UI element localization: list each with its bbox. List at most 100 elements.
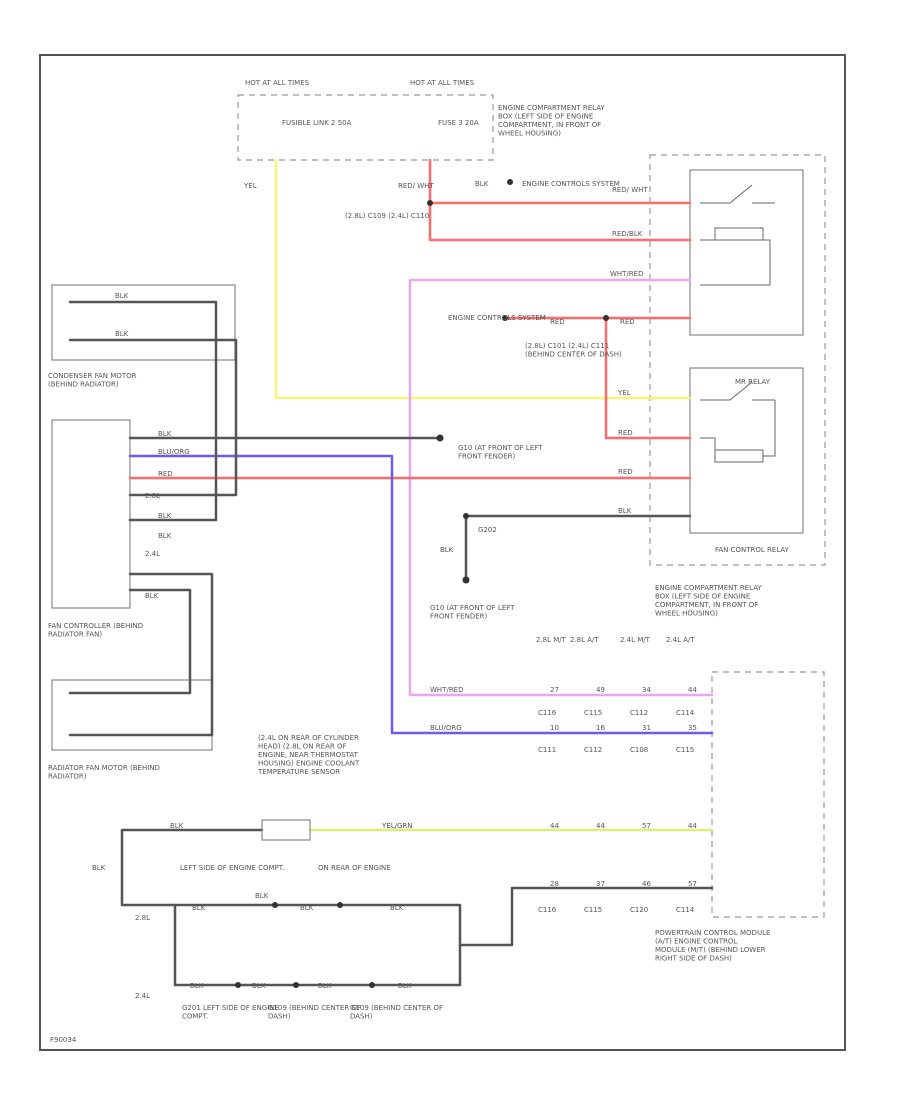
- wire-condenser-loop2: [68, 338, 238, 497]
- label-blk-g: BLK: [440, 546, 454, 554]
- pin-r2-4: 35: [688, 724, 697, 732]
- label-g202: G202: [478, 526, 497, 534]
- label-blk-f: BLK: [145, 592, 159, 600]
- label-col-2: 2.8L A/T: [570, 636, 599, 644]
- conn-r4-2: C115: [584, 906, 602, 914]
- junction-dot: [337, 902, 343, 908]
- main-relay-switch: [700, 184, 775, 286]
- wire-red-drop: [604, 316, 692, 440]
- label-col-4: 2.4L A/T: [666, 636, 695, 644]
- label-blk-left: BLK: [92, 864, 106, 872]
- pin-r4-4: 57: [688, 880, 697, 888]
- label-v28: 2.8L: [145, 492, 160, 500]
- label-hot-left: HOT AT ALL TIMES: [245, 79, 310, 87]
- label-red-wht: RED/ WHT: [398, 182, 434, 190]
- pin-r2-2: 16: [596, 724, 605, 732]
- pin-r1-4: 44: [688, 686, 697, 694]
- label-red-top: RED/ WHT: [612, 186, 648, 194]
- pin-r1-2: 49: [596, 686, 605, 694]
- pin-r3-1: 44: [550, 822, 559, 830]
- label-blk-top: BLK: [475, 180, 489, 188]
- wire-pcm-ground: [458, 886, 714, 947]
- label-condenser-fan: CONDENSER FAN MOTOR(BEHIND RADIATOR): [48, 372, 137, 389]
- wire-red-branch: [428, 201, 692, 242]
- label-figure-id: F90034: [50, 1036, 77, 1044]
- ground-dot: [463, 513, 469, 519]
- label-red-r2: RED: [618, 468, 633, 476]
- main-relay-box: [689, 169, 804, 336]
- label-v24: 2.4L: [145, 550, 160, 558]
- label-blk-c: BLK: [158, 430, 172, 438]
- condenser-fan-box: [51, 284, 236, 361]
- label-engine-top: ENGINE CONTROLS SYSTEM: [522, 180, 620, 188]
- wire-ground-upper: [173, 903, 462, 987]
- label-blk-k: BLK: [390, 904, 404, 912]
- wire-condenser-loop: [68, 300, 218, 522]
- wire-black-relay: [464, 514, 692, 582]
- pin-r4-1: 28: [550, 880, 559, 888]
- conn-r2-2: C112: [584, 746, 602, 754]
- label-blk-m: BLK: [190, 982, 204, 990]
- label-blk-r: BLK: [618, 507, 632, 515]
- pin-r3-3: 57: [642, 822, 651, 830]
- label-v28-b: 2.8L: [135, 914, 150, 922]
- wire-sensor-ground: [120, 828, 264, 987]
- label-conn-top: (2.8L) C109 (2.4L) C110: [345, 212, 429, 220]
- label-mr-relay: MR RELAY: [735, 378, 771, 386]
- label-conn-mid: (2.8L) C101 (2.4L) C111(BEHIND CENTER OF…: [525, 342, 622, 359]
- engine-controls-dot: [502, 315, 508, 321]
- conn-r1-1: C116: [538, 709, 557, 717]
- fan-controller-box: [51, 419, 131, 609]
- label-blk-e: BLK: [158, 532, 172, 540]
- label-blk-p: BLK: [398, 982, 412, 990]
- conn-r4-1: C116: [538, 906, 557, 914]
- label-wire-yel: YEL: [243, 182, 257, 190]
- pin-r2-3: 31: [642, 724, 651, 732]
- label-blu-org: BLU/ORG: [158, 448, 190, 456]
- conn-r4-4: C114: [676, 906, 695, 914]
- conn-r2-3: C108: [630, 746, 648, 754]
- wire-blue: [128, 454, 714, 735]
- wire-radiator-loop2: [68, 588, 192, 695]
- pin-r3-2: 44: [596, 822, 605, 830]
- label-blk-a: BLK: [115, 292, 129, 300]
- label-red-mid2: RED: [620, 318, 635, 326]
- junction-dot: [369, 982, 375, 988]
- label-fusible: FUSIBLE LINK 2 50A: [282, 119, 352, 127]
- diagram-frame: [39, 54, 846, 1051]
- label-pcm: POWERTRAIN CONTROL MODULE(A/T) ENGINE CO…: [655, 929, 770, 963]
- label-wht-red: WHT/RED: [610, 270, 644, 278]
- fan-relay-box: [689, 367, 804, 534]
- fan-relay-switch: [700, 381, 776, 463]
- label-red-blk: RED/BLK: [612, 230, 643, 238]
- label-yel-r: YEL: [617, 389, 631, 397]
- junction-dot: [272, 902, 278, 908]
- conn-r2-1: C111: [538, 746, 556, 754]
- junction-dot: [603, 315, 609, 321]
- label-col-3: 2.4L M/T: [620, 636, 651, 644]
- engine-controls-dot: [507, 179, 513, 185]
- pcm-outline: [711, 671, 825, 918]
- label-red-c: RED: [158, 470, 173, 478]
- label-left-side-engine: LEFT SIDE OF ENGINE COMPT.: [180, 864, 284, 872]
- junction-dot: [293, 982, 299, 988]
- label-blu-org-b: BLU/ORG: [430, 724, 462, 732]
- label-red-mid: RED: [550, 318, 565, 326]
- label-col-1: 2.8L M/T: [536, 636, 567, 644]
- conn-r1-2: C115: [584, 709, 602, 717]
- radiator-fan-box: [51, 679, 213, 751]
- label-yel-grn: YEL/GRN: [381, 822, 412, 830]
- pin-r1-3: 34: [642, 686, 651, 694]
- ect-sensor-symbol: [261, 819, 311, 841]
